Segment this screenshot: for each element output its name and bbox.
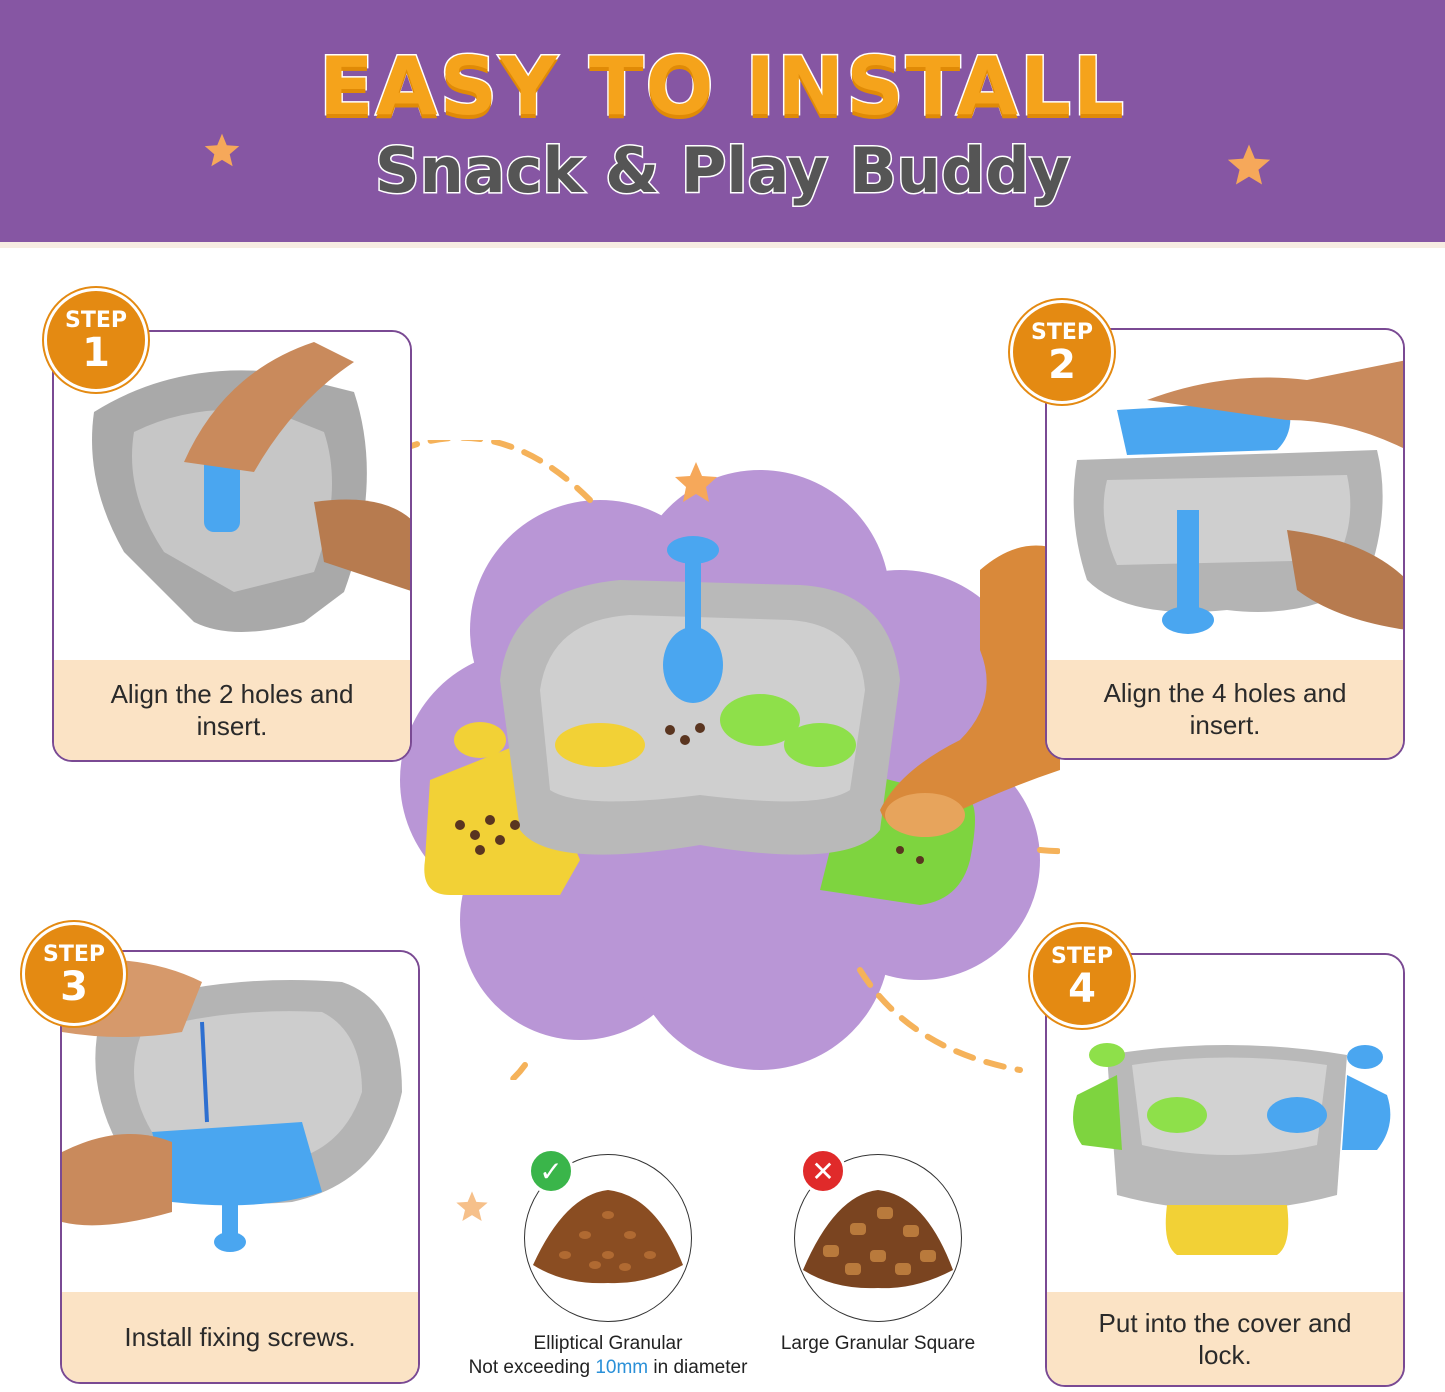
- step-card-3: Install fixing screws.: [60, 950, 420, 1384]
- step-card-4: Put into the cover and lock.: [1045, 953, 1405, 1387]
- step-badge-number: 3: [60, 964, 88, 1010]
- check-icon: ✓: [528, 1148, 574, 1194]
- step-1-caption: Align the 2 holes and insert.: [54, 660, 410, 760]
- step-badge-label: STEP: [1030, 320, 1093, 345]
- step-badge-1: STEP 1: [44, 288, 148, 392]
- step-3-caption: Install fixing screws.: [62, 1292, 418, 1382]
- star-icon: [1227, 144, 1271, 185]
- step-badge-number: 2: [1048, 342, 1076, 388]
- star-icon: [456, 1191, 488, 1221]
- page-subtitle: Snack & Play Buddy: [373, 133, 1071, 209]
- food-good-size-highlight: 10mm: [595, 1357, 649, 1378]
- food-bad-image: [794, 1154, 962, 1322]
- product-illustration: [397, 440, 1060, 1080]
- step-card-2: Align the 4 holes and insert.: [1045, 328, 1405, 760]
- cross-icon: ✕: [800, 1148, 846, 1194]
- food-good-line1: Elliptical Granular: [533, 1333, 683, 1354]
- header-banner: [0, 0, 1445, 242]
- food-good-label: Elliptical Granular Not exceeding 10mm i…: [450, 1332, 766, 1380]
- step-badge-4: STEP 4: [1030, 924, 1134, 1028]
- page-title: EASY TO INSTALL: [318, 39, 1126, 135]
- food-good-line2-start: Not exceeding: [468, 1357, 596, 1378]
- step-badge-label: STEP: [42, 942, 105, 967]
- step-badge-number: 4: [1068, 966, 1096, 1012]
- kibble-pile-small: [533, 1190, 683, 1284]
- step-2-caption: Align the 4 holes and insert.: [1047, 660, 1403, 758]
- step-2-photo: [1047, 330, 1403, 660]
- food-good-line2-end: in diameter: [648, 1357, 748, 1378]
- food-good-line2: Not exceeding 10mm in diameter: [450, 1356, 766, 1380]
- step-badge-2: STEP 2: [1010, 300, 1114, 404]
- step-badge-3: STEP 3: [22, 922, 126, 1026]
- step-4-photo: [1047, 955, 1403, 1292]
- banner-divider: [0, 242, 1445, 248]
- kibble-pile-large: [803, 1190, 953, 1289]
- food-bad-label: Large Granular Square: [780, 1333, 976, 1354]
- step-badge-number: 1: [82, 330, 110, 376]
- step-card-1: Align the 2 holes and insert.: [52, 330, 412, 762]
- star-icon: [204, 133, 240, 167]
- step-badge-label: STEP: [1050, 944, 1113, 969]
- step-badge-label: STEP: [64, 308, 127, 333]
- step-4-caption: Put into the cover and lock.: [1047, 1292, 1403, 1385]
- step-3-photo: [62, 952, 418, 1292]
